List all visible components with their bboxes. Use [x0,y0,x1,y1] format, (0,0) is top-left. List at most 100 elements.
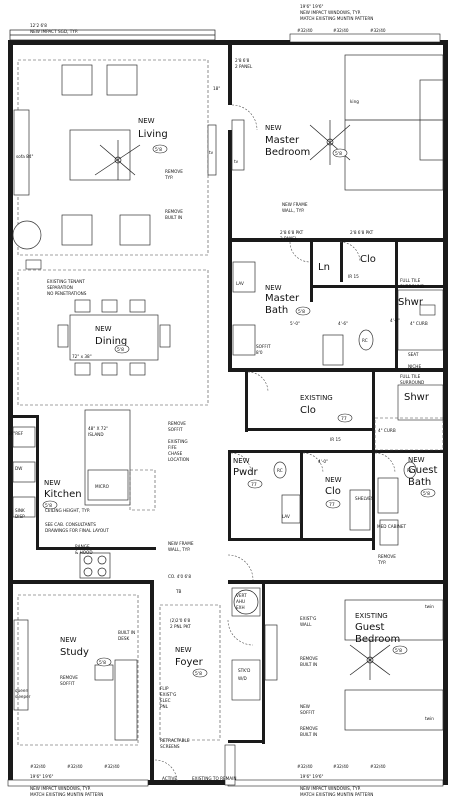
room-kitchen: NEW Kitchen 5'8 [42,479,82,510]
svg-text:48" X 72": 48" X 72" [88,426,108,431]
svg-text:Bedroom: Bedroom [265,147,310,158]
svg-text:18": 18" [213,86,220,91]
svg-text:19'6" 19'6": 19'6" 19'6" [300,774,324,779]
guest-bed-furniture [264,599,444,731]
room-clo-new: NEW Clo 77 [325,476,342,509]
svg-text:NO PENETRATIONS: NO PENETRATIONS [47,291,87,296]
master-bed-furniture [231,54,444,191]
svg-text:NEW: NEW [44,479,61,487]
svg-text:REMOVE: REMOVE [168,421,186,426]
svg-text:PNL: PNL [160,704,169,709]
svg-text:SEPARATION: SEPARATION [47,285,73,290]
svg-text:DRAWINGS FOR FINAL LAYOUT: DRAWINGS FOR FINAL LAYOUT [45,528,109,533]
svg-text:BUILT IN: BUILT IN [165,215,182,220]
svg-text:#32/40: #32/40 [30,764,46,769]
svg-text:Clo: Clo [300,405,316,416]
svg-text:DISP: DISP [15,514,25,519]
svg-text:RC: RC [362,338,368,343]
svg-text:NEW: NEW [265,124,282,132]
room-pwdr: NEW Pwdr 77 [233,457,263,489]
svg-text:2'8 6'8 PKT: 2'8 6'8 PKT [350,230,374,235]
svg-text:4'-4": 4'-4" [390,318,400,323]
dining-furniture [17,269,209,406]
svg-text:EXISTING: EXISTING [168,439,188,444]
svg-text:NEW: NEW [300,704,310,709]
svg-text:EXIST'G: EXIST'G [300,616,316,621]
svg-text:ISLAND: ISLAND [88,432,104,437]
svg-text:Bedroom: Bedroom [355,634,400,645]
svg-text:BUILT IN: BUILT IN [118,630,135,635]
living-ceiling-fan [94,140,141,180]
svg-text:77: 77 [329,502,335,508]
room-master-bedroom: NEW Master Bedroom 5'8 [265,124,348,158]
svg-text:Bath: Bath [265,305,288,316]
svg-text:5'8: 5'8 [99,660,106,666]
svg-text:WALL, TYP.: WALL, TYP. [282,208,304,213]
svg-text:#32/40: #32/40 [297,28,313,33]
svg-text:CO. 4'0 6'8: CO. 4'0 6'8 [168,574,191,579]
svg-text:12'2 6'8: 12'2 6'8 [30,23,47,28]
svg-text:2'8 6'8 PKT: 2'8 6'8 PKT [280,230,304,235]
svg-text:REMOVE: REMOVE [300,726,318,731]
svg-text:Guest: Guest [408,465,437,476]
svg-text:8'0: 8'0 [256,350,263,355]
svg-text:2'8 6'8: 2'8 6'8 [235,58,250,63]
svg-text:SOFFIT: SOFFIT [168,427,183,432]
svg-text:STK'D: STK'D [238,668,250,673]
svg-text:SHELVES: SHELVES [355,496,374,501]
svg-text:4'-0": 4'-0" [318,459,328,464]
svg-text:ACTIVE: ACTIVE [162,776,177,781]
room-dining: NEW Dining 5'8 [95,325,130,354]
master-ceiling-fan [309,120,351,165]
svg-text:TYP.: TYP. [377,560,386,565]
svg-text:NEW: NEW [265,284,282,292]
annotations: 12'2 6'8 NEW IMPACT SGD, TYP. 19'6" 19'6… [30,4,428,797]
room-study: NEW Study 5'8 [60,636,112,667]
svg-text:2 PNL PKT: 2 PNL PKT [170,624,191,629]
svg-text:king: king [350,99,359,104]
svg-text:NEW IMPACT WINDOWS, TYP.: NEW IMPACT WINDOWS, TYP. [30,786,91,791]
svg-text:#32/40: #32/40 [333,28,349,33]
svg-text:#32/40: #32/40 [370,28,386,33]
interior-walls [13,45,443,780]
svg-text:5'8: 5'8 [45,503,52,509]
svg-text:& HOOD: & HOOD [75,550,93,555]
room-existing-clo: EXISTING Clo 77 [300,394,353,423]
svg-text:VERT: VERT [236,593,247,598]
svg-text:WALL: WALL [300,622,312,627]
svg-text:EXISTING: EXISTING [355,612,388,620]
svg-text:5'-0": 5'-0" [290,321,300,326]
svg-text:NEW: NEW [325,476,342,484]
svg-text:FULL TILE: FULL TILE [400,374,421,379]
svg-text:BUILT IN: BUILT IN [300,732,317,737]
svg-text:#32/40: #32/40 [67,764,83,769]
svg-text:Study: Study [60,647,89,658]
room-master-bath: NEW Master Bath 5'8 [265,284,311,316]
svg-text:CEILING HEIGHT, TYP.: CEILING HEIGHT, TYP. [45,508,90,513]
svg-text:5'8: 5'8 [335,151,342,157]
svg-text:NEW IMPACT WINDOWS, TYP.: NEW IMPACT WINDOWS, TYP. [300,10,361,15]
svg-text:Master: Master [265,135,300,146]
svg-text:Pwdr: Pwdr [233,467,259,478]
svg-text:5'8: 5'8 [423,491,430,497]
svg-text:LAV: LAV [282,514,290,519]
svg-text:Bath: Bath [408,477,431,488]
svg-text:queen: queen [15,688,28,693]
room-name: Living [138,129,168,140]
room-guest-bath: NEW Guest Bath 5'8 [408,456,437,498]
svg-text:NEW: NEW [233,457,250,465]
svg-text:NEW FRAME: NEW FRAME [282,202,308,207]
svg-text:NEW: NEW [60,636,77,644]
svg-text:(2)2'0 6'8: (2)2'0 6'8 [170,618,191,623]
svg-text:NEW IMPACT WINDOWS, TYP.: NEW IMPACT WINDOWS, TYP. [300,786,361,791]
svg-text:LAV: LAV [236,281,244,286]
windows [7,33,444,787]
svg-text:tv: tv [234,159,239,164]
svg-text:tv: tv [209,150,214,155]
svg-text:MED CABINET: MED CABINET [377,524,406,529]
room-shwr-mid: Shwr [404,392,430,403]
svg-text:EXH: EXH [236,605,245,610]
svg-text:AHU: AHU [236,599,245,604]
svg-text:Clo: Clo [325,486,341,497]
